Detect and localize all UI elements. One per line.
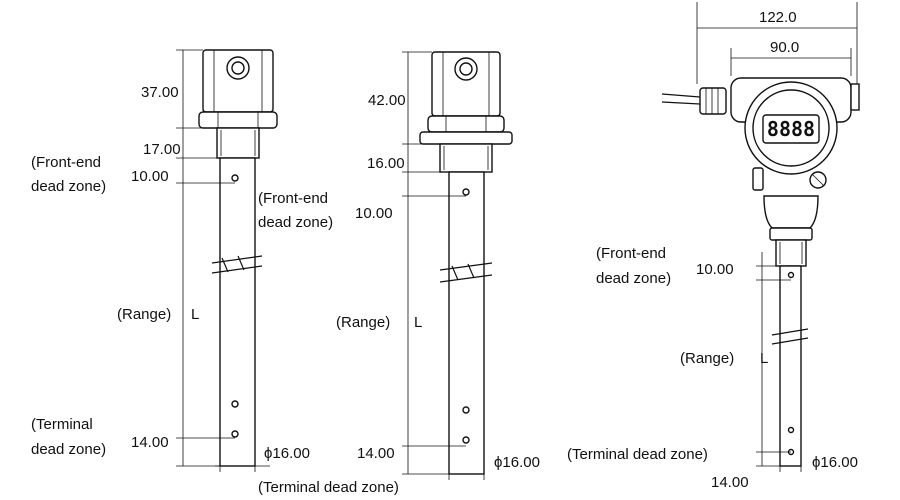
sensor-1-front-zone-label-2: dead zone) (31, 178, 106, 195)
sensor-3-display (762, 114, 820, 144)
sensor-3-front-zone-label-2: dead zone) (596, 270, 671, 287)
sensor-1-head-height: 37.00 (141, 84, 179, 101)
sensor-2-thread (439, 143, 493, 173)
sensor-2-head-height: 42.00 (368, 92, 406, 109)
sensor-3-front-zone: 10.00 (696, 261, 734, 278)
sensor-2: 42.00 16.00 10.00 (Range) L 14.00 ϕ16.00… (258, 51, 540, 496)
sensor-1-terminal-label-1: (Terminal (31, 416, 93, 433)
sensor-3-diameter: ϕ16.00 (812, 454, 858, 471)
sensor-3-neck (763, 195, 819, 229)
sensor-2-diameter: ϕ16.00 (494, 454, 540, 471)
sensor-2-range-label: (Range) (336, 314, 390, 331)
sensor-1: 37.00 17.00 10.00 (Front-end dead zone) … (31, 49, 333, 472)
sensor-1-range-symbol: L (191, 306, 199, 323)
sensor-3-probe (779, 265, 802, 467)
sensor-3-thread (775, 239, 807, 267)
sensor-1-hex-nut (198, 111, 278, 129)
sensor-1-thread (216, 127, 260, 159)
sensor-1-probe (219, 157, 256, 467)
sensor-1-diameter: ϕ16.00 (264, 445, 310, 462)
sensor-2-hex-nut (427, 115, 505, 133)
sensor-2-front-zone-label-1: (Front-end (258, 190, 328, 207)
sensor-1-front-zone-label-1: (Front-end (31, 154, 101, 171)
sensor-3-front-zone-label-1: (Front-end (596, 245, 666, 262)
sensor-3-display-digits: 8888 (767, 117, 815, 141)
sensor-3: 122.0 90.0 8888 (567, 2, 860, 491)
sensor-3-cable-gland (699, 87, 727, 115)
sensor-3-range-symbol: L (760, 350, 768, 367)
sensor-3-terminal-zone: 14.00 (711, 474, 749, 491)
sensor-2-range-symbol: L (414, 314, 422, 331)
sensor-2-probe (448, 171, 485, 475)
sensor-2-terminal-label: (Terminal dead zone) (258, 479, 399, 496)
sensor-3-width-outer: 122.0 (759, 9, 797, 26)
sensor-1-front-zone: 10.00 (131, 168, 169, 185)
sensor-1-range-label: (Range) (117, 306, 171, 323)
sensor-3-terminal-label: (Terminal dead zone) (567, 446, 708, 463)
sensor-2-terminal-zone: 14.00 (357, 445, 395, 462)
sensor-3-range-label: (Range) (680, 350, 734, 367)
sensor-2-thread-height: 16.00 (367, 155, 405, 172)
sensor-1-terminal-zone: 14.00 (131, 434, 169, 451)
sensor-2-front-zone: 10.00 (355, 205, 393, 222)
sensor-1-terminal-label-2: dead zone) (31, 441, 106, 458)
sensor-1-thread-height: 17.00 (143, 141, 181, 158)
sensor-2-flange (419, 131, 513, 145)
sensor-3-width-inner: 90.0 (770, 39, 799, 56)
sensor-2-front-zone-label-2: dead zone) (258, 214, 333, 231)
